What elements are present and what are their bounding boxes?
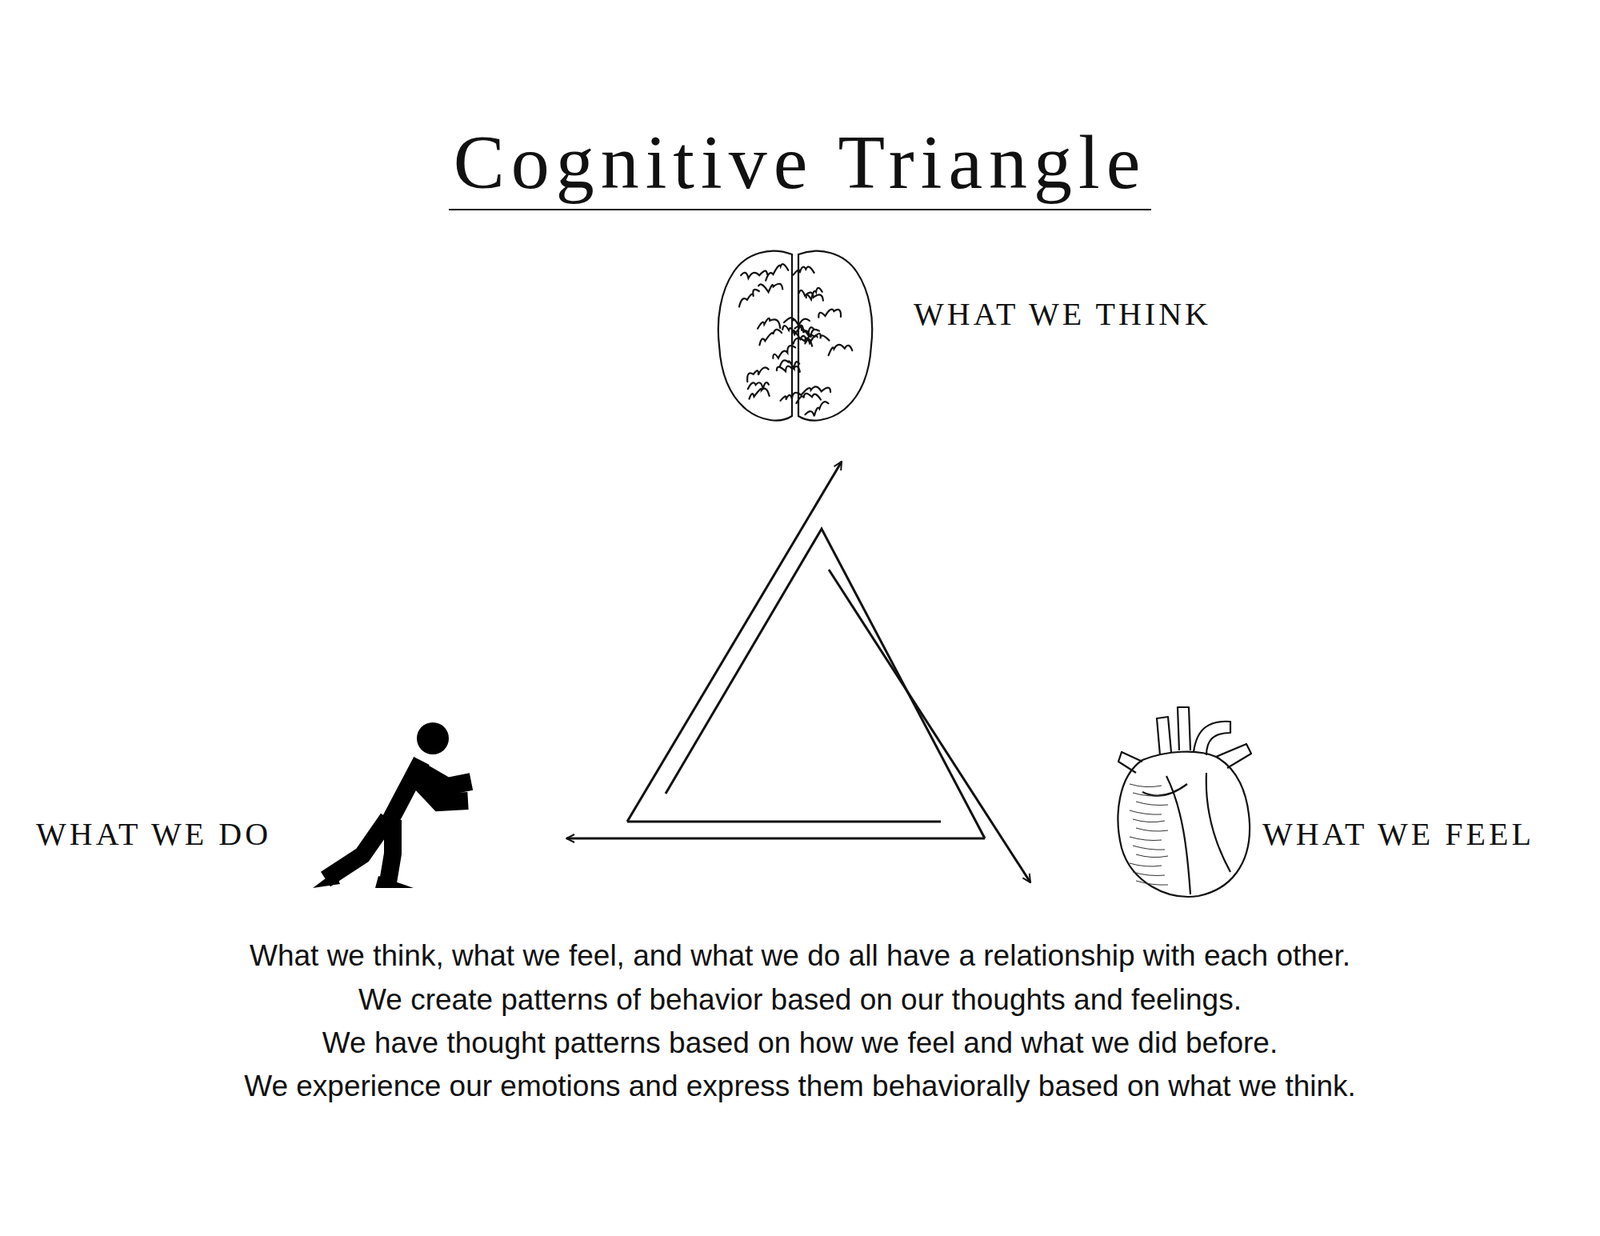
cycle-arrow bbox=[627, 461, 842, 822]
triangle-line bbox=[665, 528, 985, 839]
concept-label: WHAT WE DO bbox=[36, 816, 272, 852]
title-rule bbox=[448, 208, 1152, 211]
person-icon bbox=[311, 719, 475, 888]
cycle-arrow bbox=[566, 837, 985, 840]
triangle-line bbox=[627, 820, 941, 824]
concept-label: WHAT WE FEEL bbox=[1262, 816, 1535, 852]
cycle-arrow bbox=[828, 569, 1031, 883]
heart-icon bbox=[1110, 704, 1257, 904]
diagram-title: Cognitive Triangle bbox=[0, 120, 1600, 205]
concept-label: WHAT WE THINK bbox=[913, 296, 1212, 332]
concept-node: WHAT WE THINK bbox=[714, 240, 1216, 432]
concept-node: WHAT WE DO bbox=[32, 716, 480, 892]
caption-line: What we think, what we feel, and what we… bbox=[0, 938, 1600, 974]
concept-node: WHAT WE FEEL bbox=[1108, 700, 1540, 908]
caption-line: We experience our emotions and express t… bbox=[0, 1068, 1600, 1104]
caption-line: We have thought patterns based on how we… bbox=[0, 1025, 1600, 1061]
brain-icon bbox=[714, 244, 876, 427]
caption-line: We create patterns of behavior based on … bbox=[0, 982, 1600, 1018]
